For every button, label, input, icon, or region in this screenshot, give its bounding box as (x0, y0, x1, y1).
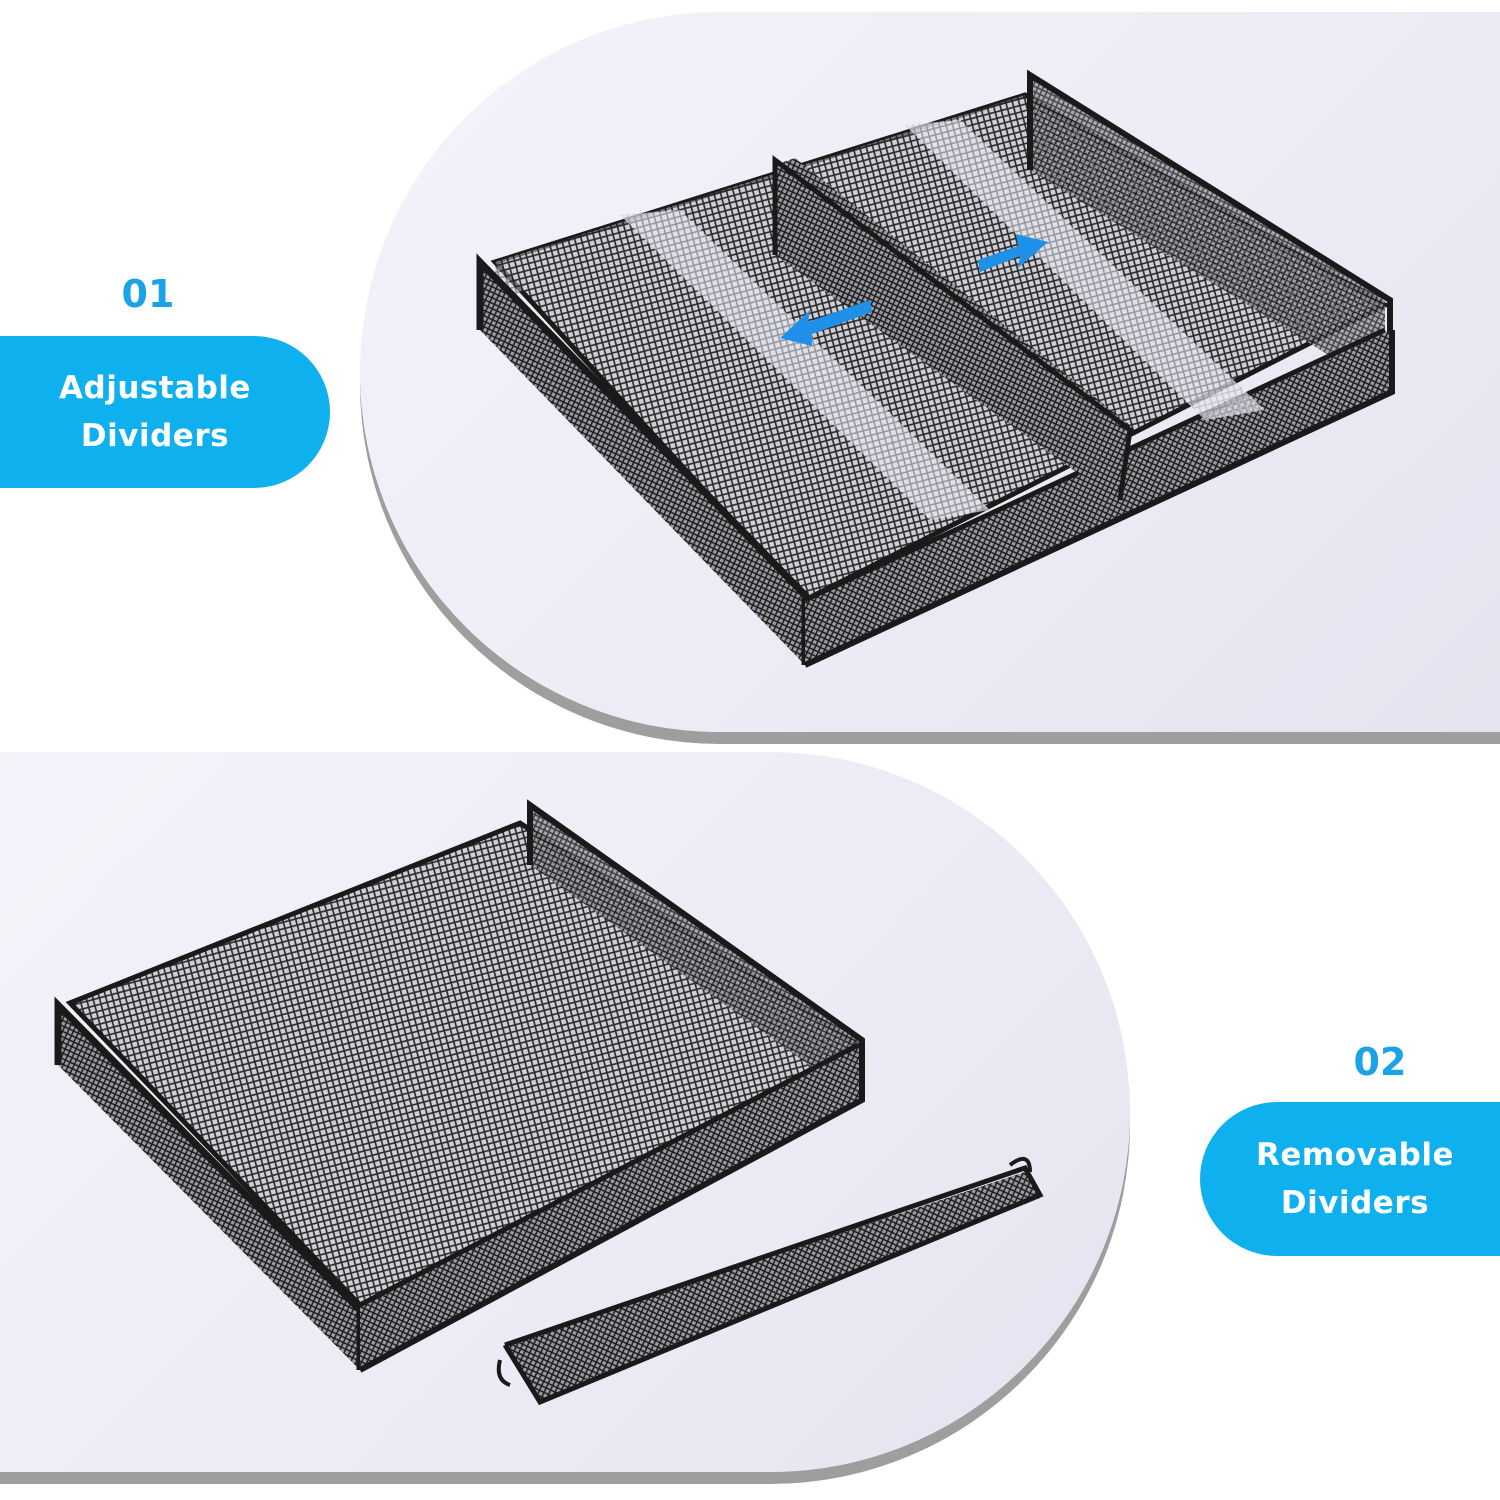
removed-divider (496, 1156, 1044, 1406)
double-arrow-icon (780, 234, 1048, 346)
ghost-divider-left (620, 210, 990, 520)
top-mesh-tray (476, 69, 1395, 668)
divider-panel (775, 158, 1130, 500)
feature-number-01: 01 (121, 272, 175, 316)
bottom-mesh-tray (54, 799, 865, 1373)
feature-number-02: 02 (1353, 1040, 1407, 1084)
feature-label-removable: Removable Dividers (1200, 1102, 1500, 1256)
feature-label-adjustable: Adjustable Dividers (0, 336, 330, 488)
feature-label-line1: Removable (1256, 1137, 1454, 1173)
feature-label-line1: Adjustable (59, 370, 251, 406)
feature-label-line2: Dividers (80, 418, 230, 454)
feature-label-line2: Dividers (1280, 1185, 1430, 1221)
ghost-divider-right (905, 120, 1265, 420)
